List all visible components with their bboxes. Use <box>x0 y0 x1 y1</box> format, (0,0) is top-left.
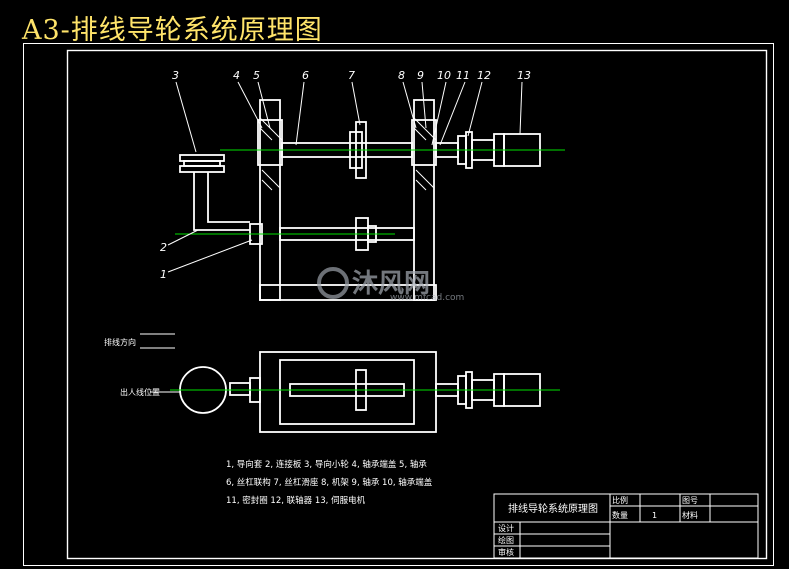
callout-1: 1 <box>160 268 167 281</box>
front-view-hatching <box>259 117 437 191</box>
titleblock-scale-label: 比例 <box>612 495 628 505</box>
callout-5: 5 <box>253 69 260 82</box>
drawing-title: A3-排线导轮系统原理图 <box>22 15 323 46</box>
front-view-centerlines <box>175 149 565 235</box>
callout-8: 8 <box>398 69 405 82</box>
callout-4: 4 <box>233 69 240 82</box>
inner-frame <box>66 49 768 560</box>
callout-7: 7 <box>348 69 355 82</box>
direction-label: 排线方向 <box>104 337 136 347</box>
callout-2: 2 <box>160 241 167 254</box>
leader-lines <box>167 81 523 273</box>
watermark-url: www.mfcad.com <box>390 293 464 303</box>
titleblock-draw: 绘图 <box>498 535 514 545</box>
titleblock-drawno-label: 图号 <box>682 496 698 505</box>
position-label: 出人线位置 <box>120 387 160 397</box>
plan-view <box>179 351 541 433</box>
direction-arrows <box>140 333 175 349</box>
titleblock-design: 设计 <box>498 523 514 533</box>
callout-10: 10 <box>437 69 451 82</box>
legend-line-2: 6, 丝杠联构 7, 丝杠滑座 8, 机架 9, 轴承 10, 轴承端盖 <box>226 477 433 488</box>
titleblock-qty-label: 数量 <box>612 510 628 520</box>
legend-line-3: 11, 密封圈 12, 联轴器 13, 伺服电机 <box>226 495 366 506</box>
watermark: 沐风网 www.mfcad.com <box>317 267 464 303</box>
titleblock-qty-value: 1 <box>652 511 657 520</box>
parts-legend: 1, 导向套 2, 连接板 3, 导向小轮 4, 轴承端盖 5, 轴承 6, 丝… <box>226 459 433 506</box>
watermark-brand: 沐风网 <box>352 269 430 299</box>
callout-9: 9 <box>417 69 424 82</box>
callout-13: 13 <box>517 69 531 82</box>
outer-frame <box>23 43 774 566</box>
legend-line-1: 1, 导向套 2, 连接板 3, 导向小轮 4, 轴承端盖 5, 轴承 <box>226 459 427 470</box>
callout-11: 11 <box>456 69 470 82</box>
titleblock-check: 审核 <box>498 547 514 557</box>
callout-12: 12 <box>477 69 491 82</box>
titleblock-name: 排线导轮系统原理图 <box>508 502 598 515</box>
callout-6: 6 <box>302 69 309 82</box>
titleblock-material-label: 材料 <box>682 510 698 520</box>
title-block <box>493 493 759 559</box>
callout-3: 3 <box>172 69 179 82</box>
